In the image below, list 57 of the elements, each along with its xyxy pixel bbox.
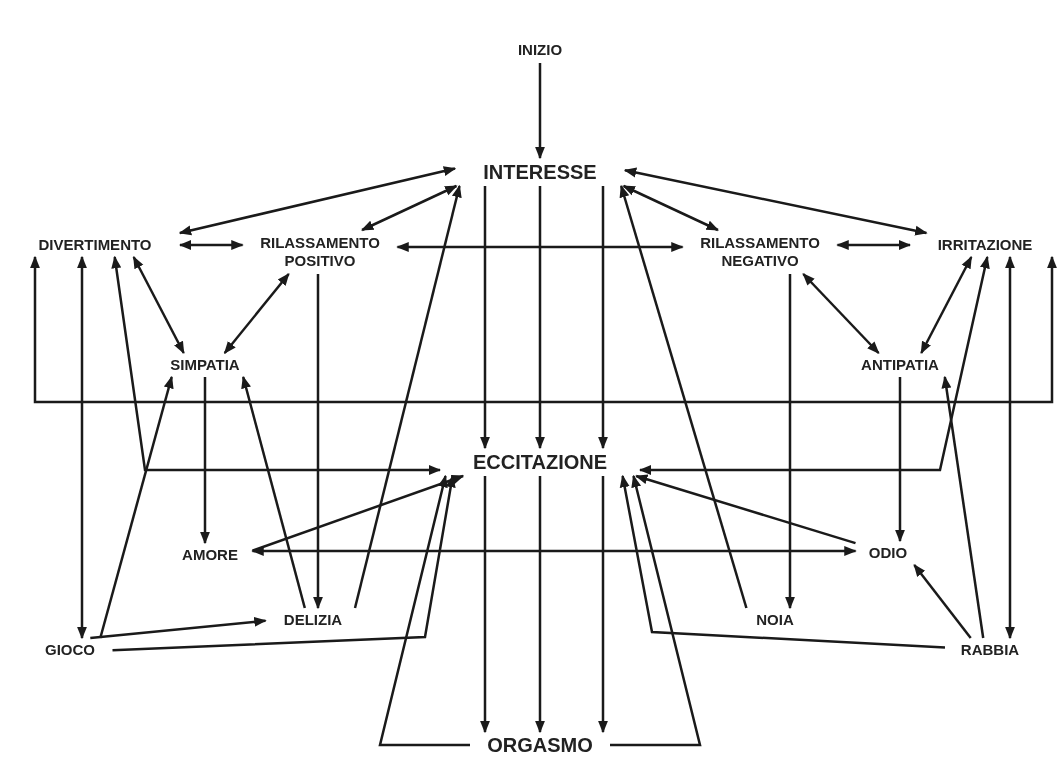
arrow [313,274,323,610]
arrow [895,377,905,543]
arrow [785,274,795,610]
double-arrow [360,184,458,232]
arrow [941,375,985,639]
double-arrow [623,167,928,236]
emotion-label: RILASSAMENTO NEGATIVO [682,230,838,274]
double-arrow [111,255,442,475]
double-arrow [77,255,87,640]
arrow [619,474,946,649]
double-arrow [1005,255,1015,640]
double-arrow [30,255,1057,404]
emotion-label: GIOCO [27,638,113,662]
emotion-label: IRRITAZIONE [910,233,1060,257]
double-arrow [178,166,457,236]
arrow [913,564,972,639]
arrow [598,476,608,734]
arrow [480,476,490,734]
emotion-label: ORGASMO [470,732,610,758]
arrow [480,186,490,450]
arrow [535,476,545,734]
emotion-label: DELIZIA [265,608,361,632]
arrow [378,474,470,747]
emotion-label: INTERESSE [455,158,625,186]
arrow [535,186,545,450]
arrow [241,375,306,609]
double-arrow [622,184,720,232]
arrow [200,377,210,545]
double-arrow [132,255,185,355]
emotion-label: ODIO [855,541,921,565]
emotion-label: ECCITAZIONE [440,448,640,476]
arrow [252,474,465,552]
double-arrow [178,240,244,250]
double-arrow [638,255,990,475]
double-arrow [223,273,290,354]
emotion-label: RILASSAMENTO POSITIVO [242,230,398,274]
emotion-label: SIMPATIA [155,353,255,377]
emotion-label: RABBIA [945,638,1035,662]
arrow [112,474,456,652]
double-arrow [251,546,857,556]
emotion-label: AMORE [167,543,253,567]
arrow [635,474,856,545]
arrow [598,186,608,450]
arrow [90,616,267,640]
arrow [99,375,174,639]
emotion-label: DIVERTIMENTO [10,233,180,257]
arrow [619,184,748,609]
emotion-label: NOIA [740,608,810,632]
arrow [610,474,702,747]
double-arrow [836,240,912,250]
arrow [353,184,462,609]
arrow [535,63,545,160]
emotion-label: ANTIPATIA [847,353,953,377]
double-arrow [396,242,684,252]
double-arrow [920,255,973,355]
emotion-label: INIZIO [495,37,585,63]
double-arrow [802,273,880,354]
